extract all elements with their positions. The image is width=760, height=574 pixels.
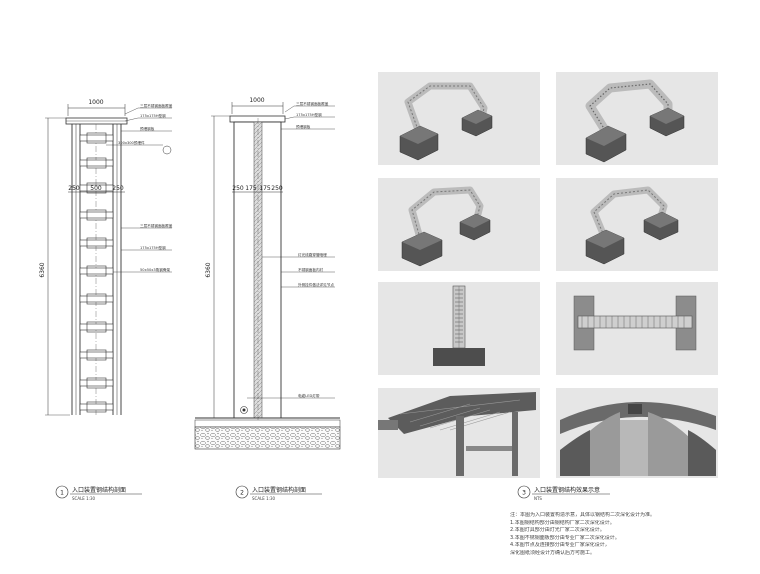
width-dimension-2: 1000 — [231, 97, 284, 114]
callout-text: 三层不锈钢面板覆盖 — [140, 223, 173, 228]
render-view-1 — [378, 72, 540, 165]
callouts-2 — [247, 105, 335, 399]
height-dimension-1: 6360 — [39, 117, 70, 416]
callout-text: 175x175H型钢 — [140, 113, 166, 118]
callout-text: 300x300预埋件 — [118, 140, 145, 145]
note-line: 2.本图灯具部分由灯光厂家二次深化设计。 — [510, 527, 605, 534]
sub-dimensions-2: 250 175 175 250 — [232, 185, 283, 193]
gravel-base — [194, 426, 341, 450]
callout-text: 50x50x3角钢骨架 — [140, 267, 170, 272]
render-view-5 — [378, 282, 540, 375]
sub-dim-label: 250 — [271, 185, 283, 192]
ladder-rungs — [79, 132, 114, 413]
note-line: 3.本图不锈钢面板部分由专业厂家二次深化设计。 — [510, 534, 620, 541]
width-dimension-label: 1000 — [88, 99, 103, 106]
drawing-2: 1000 6360 250 175 175 250 — [194, 97, 341, 501]
width-dimension-1: 1000 — [67, 99, 126, 116]
drawing-scale: NTS — [534, 496, 542, 501]
note-line: 4.本图节点及连接部分由专业厂家深化设计， — [510, 542, 610, 549]
drawing-number: 3 — [522, 490, 526, 497]
render-view-6 — [556, 282, 718, 375]
render-grid: 3 入口装置钢结构效果示意 NTS — [378, 72, 718, 501]
height-dimension-label: 6360 — [39, 262, 46, 277]
drawing-scale: SCALE 1:30 — [252, 496, 276, 501]
note-line: 深化图纸须经设计方确认后方可施工。 — [510, 549, 596, 556]
drawing-number: 2 — [240, 490, 244, 497]
note-line: 1.本图钢结构部分由钢结构厂家二次深化设计。 — [510, 519, 615, 526]
drawing-title-2: 2 入口装置钢结构剖面 SCALE 1:30 — [235, 485, 322, 501]
callout-text: 175x175H型钢 — [140, 245, 166, 250]
sub-dim-label: 250 — [68, 185, 80, 192]
callout-text: 外侧挂件做法详见节点 — [298, 282, 334, 287]
callout-text: 电缆LED灯带 — [298, 393, 320, 398]
height-dimension-2: 6360 — [205, 115, 232, 419]
drawing-title: 入口装置钢结构剖面 — [252, 486, 306, 494]
render-view-8 — [556, 388, 718, 478]
sub-dimensions-1: 250 500 250 — [68, 185, 125, 193]
note-line: 注：本图为入口装置构造示意，具体以钢结构二次深化设计为准。 — [510, 512, 656, 518]
callout-text: 不锈钢面板内衬 — [298, 267, 324, 272]
height-dimension-label: 6360 — [205, 262, 212, 277]
callout-text: 175x175H型钢 — [296, 112, 322, 117]
callout-text: 灯光线路穿管暗埋 — [298, 252, 327, 257]
drawing-number: 1 — [60, 490, 64, 497]
callout-text: 预埋钢板 — [140, 126, 155, 131]
render-view-3 — [378, 178, 540, 271]
render-view-2 — [556, 72, 718, 165]
callout-text: 三层不锈钢面板覆盖 — [296, 101, 329, 106]
callout-text: 预埋钢板 — [296, 124, 311, 129]
general-notes: 注：本图为入口装置构造示意，具体以钢结构二次深化设计为准。 1.本图钢结构部分由… — [510, 512, 760, 558]
render-view-7 — [378, 388, 540, 478]
sub-dim-label: 175 — [259, 185, 271, 192]
callouts-1 — [106, 107, 172, 273]
detail-marker — [162, 145, 172, 155]
sub-dim-label: 175 — [245, 185, 257, 192]
drawing-1: 1000 — [39, 99, 173, 501]
sub-dim-label: 500 — [90, 185, 102, 192]
sub-dim-label: 250 — [232, 185, 244, 192]
drawing-scale: SCALE 1:30 — [72, 496, 96, 501]
cap-plate — [229, 115, 286, 123]
column-1 — [71, 124, 122, 415]
drawing-title-3: 3 入口装置钢结构效果示意 NTS — [517, 485, 610, 501]
width-dimension-label: 1000 — [249, 97, 264, 104]
drawing-title-1: 1 入口装置钢结构剖面 SCALE 1:30 — [55, 485, 142, 501]
drawing-title: 入口装置钢结构效果示意 — [534, 486, 600, 494]
callout-text: 三层不锈钢面板覆盖 — [140, 103, 173, 108]
finish-layer — [194, 419, 341, 428]
sub-dim-label: 250 — [112, 185, 124, 192]
render-view-4 — [556, 178, 718, 271]
drawing-title: 入口装置钢结构剖面 — [72, 486, 126, 494]
